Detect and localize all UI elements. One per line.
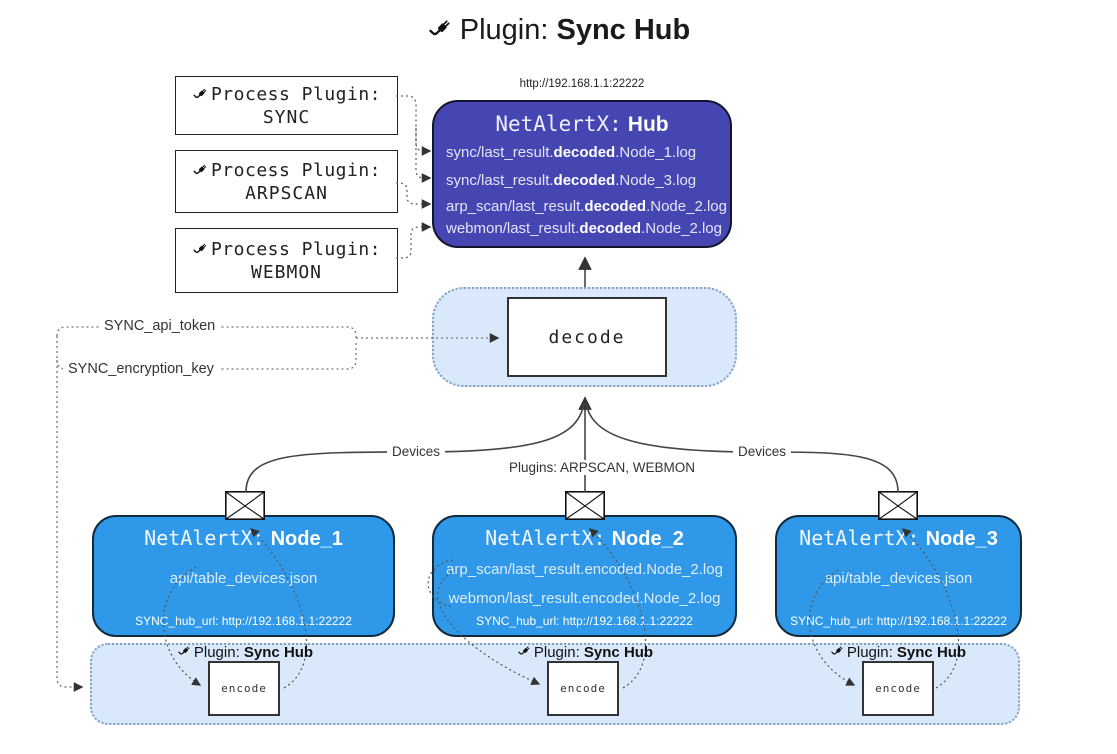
devices-left-label: Devices — [387, 444, 446, 459]
node-file: api/table_devices.json — [169, 570, 318, 587]
decode-box: decode — [507, 297, 667, 377]
node-hub-url: SYNC_hub_url: http://192.168.1.1:22222 — [135, 614, 352, 628]
encode-plugin-label: Plugin: Sync Hub — [500, 644, 670, 661]
process-plugin-label: Process Plugin: — [210, 83, 382, 105]
plug-icon — [517, 644, 532, 659]
encode-plugin-label: Plugin: Sync Hub — [160, 644, 330, 661]
page-title-name: Sync Hub — [556, 14, 691, 46]
hub-url-label: http://192.168.1.1:22222 — [519, 78, 645, 90]
node-file: arp_scan/last_result.encoded.Node_2.log — [446, 561, 723, 578]
process-plugin-box-sync: Process Plugin: SYNC — [175, 76, 398, 135]
sync-encryption-key-label: SYNC_encryption_key — [63, 361, 219, 377]
devices-right-label: Devices — [733, 444, 792, 459]
page-title-prefix: Plugin: — [459, 14, 549, 46]
process-plugin-name-webmon: WEBMON — [250, 261, 323, 283]
envelope-icon — [565, 491, 605, 520]
envelope-icon — [225, 491, 265, 520]
encode-box: encode — [547, 661, 619, 716]
node-box-node1: NetAlertX:Node_1 api/table_devices.json … — [92, 515, 395, 637]
hub-box: NetAlertX:Hub sync/last_result.decoded.N… — [432, 100, 732, 248]
process-plugin-name-arpscan: ARPSCAN — [245, 182, 328, 204]
node-title-name: Node_2 — [611, 528, 684, 550]
node-file: webmon/last_result.encoded.Node_2.log — [448, 590, 721, 607]
node-title-name: Node_1 — [270, 528, 343, 550]
plug-icon — [830, 644, 845, 659]
encode-box: encode — [862, 661, 934, 716]
envelope-icon — [878, 491, 918, 520]
page-title: Plugin: Sync Hub — [0, 14, 1117, 47]
hub-file-row: arp_scan/last_result.decoded.Node_2.log — [446, 198, 727, 215]
node-box-node2: NetAlertX:Node_2 arp_scan/last_result.en… — [432, 515, 737, 637]
plug-icon — [192, 162, 209, 179]
process-plugin-label: Process Plugin: — [210, 238, 382, 260]
hub-title-prefix: NetAlertX: — [495, 112, 622, 136]
node-hub-url: SYNC_hub_url: http://192.168.1.1:22222 — [476, 614, 693, 628]
node-file: api/table_devices.json — [824, 570, 973, 587]
hub-file-row: sync/last_result.decoded.Node_3.log — [446, 172, 697, 189]
plugins-middle-label: Plugins: ARPSCAN, WEBMON — [504, 460, 701, 475]
encode-plugin-label: Plugin: Sync Hub — [813, 644, 983, 661]
node-box-node3: NetAlertX:Node_3 api/table_devices.json … — [775, 515, 1022, 637]
plug-icon — [192, 241, 209, 258]
process-plugin-label: Process Plugin: — [210, 159, 382, 181]
hub-title-name: Hub — [627, 113, 669, 136]
node-title-name: Node_3 — [925, 528, 998, 550]
hub-file-row: webmon/last_result.decoded.Node_2.log — [446, 220, 722, 237]
node-title-prefix: NetAlertX: — [799, 526, 920, 550]
node-hub-url: SYNC_hub_url: http://192.168.1.1:22222 — [790, 614, 1007, 628]
node-title-prefix: NetAlertX: — [144, 526, 265, 550]
process-plugin-box-arpscan: Process Plugin: ARPSCAN — [175, 150, 398, 213]
node-title-prefix: NetAlertX: — [485, 526, 606, 550]
plug-icon — [177, 644, 192, 659]
encode-box: encode — [208, 661, 280, 716]
process-plugin-name-sync: SYNC — [262, 106, 311, 128]
sync-api-token-label: SYNC_api_token — [99, 318, 221, 334]
plug-icon — [427, 16, 454, 43]
hub-file-row: sync/last_result.decoded.Node_1.log — [446, 144, 697, 161]
plug-icon — [192, 86, 209, 103]
process-plugin-box-webmon: Process Plugin: WEBMON — [175, 228, 398, 293]
